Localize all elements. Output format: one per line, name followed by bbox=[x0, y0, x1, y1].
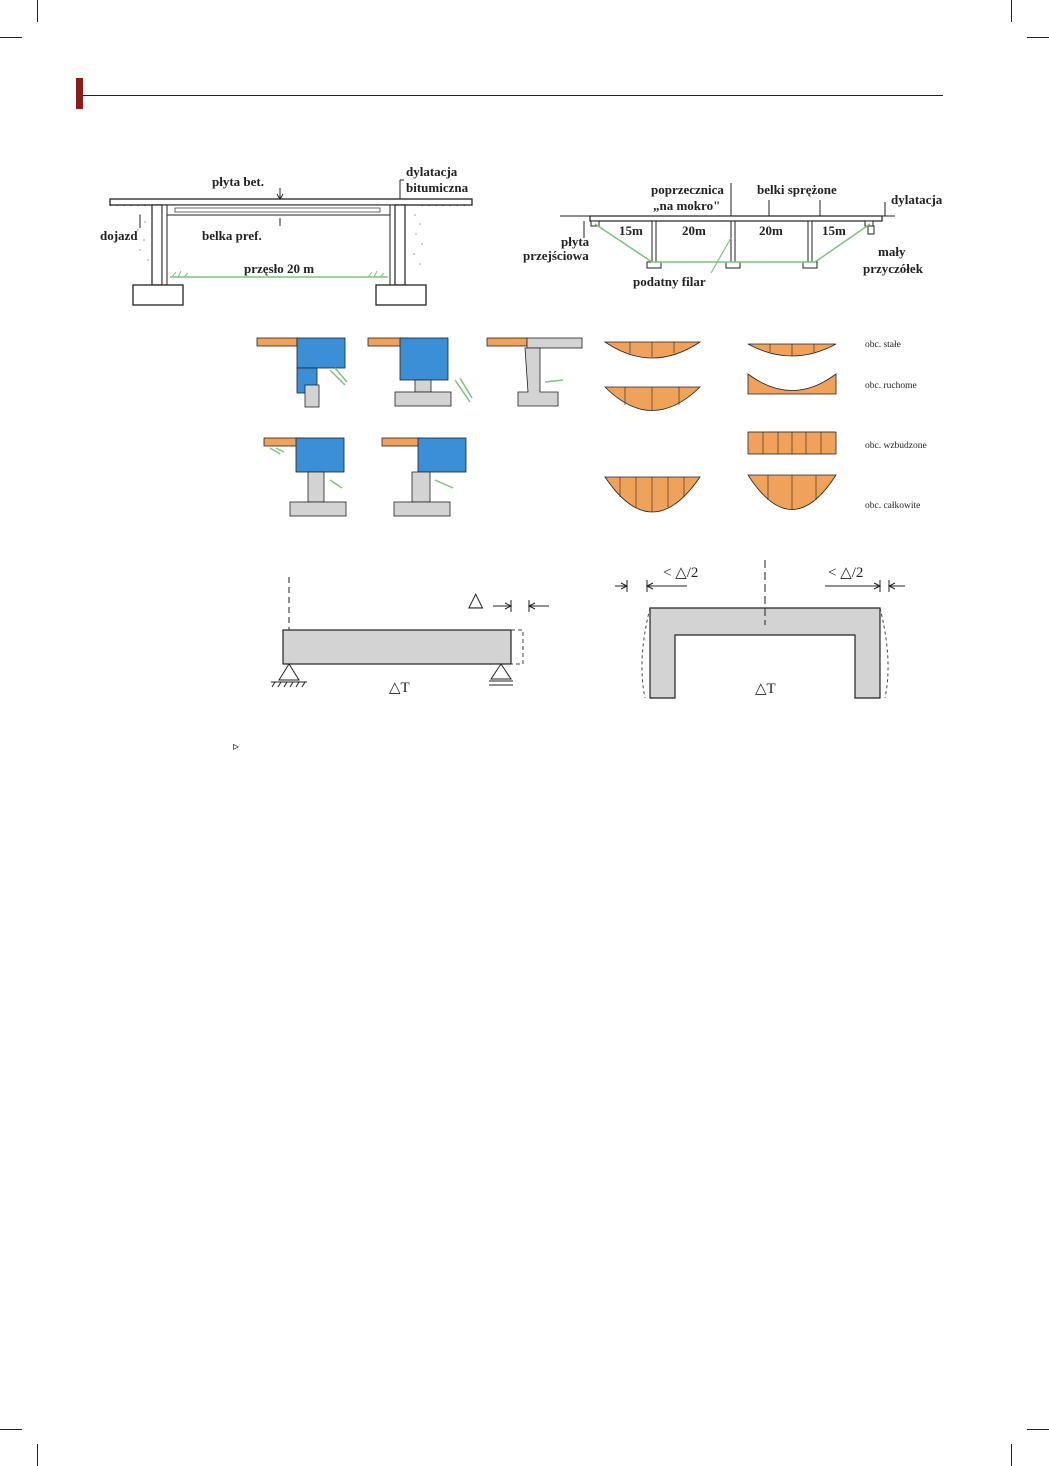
label-przeslo: przęsło 20 m bbox=[244, 261, 314, 276]
figure-single-span-bridge: płyta bet. dylatacja bitumiczna dojazd b… bbox=[100, 160, 490, 310]
label-dim-left: < △/2 bbox=[663, 565, 698, 581]
detail-3 bbox=[486, 337, 583, 407]
label-dylatacja: dylatacja bbox=[891, 192, 943, 207]
crop-mark bbox=[37, 0, 38, 22]
label-delta: △ bbox=[468, 589, 484, 611]
label-belki-sprezone: belki sprężone bbox=[757, 182, 837, 197]
crop-mark bbox=[1011, 1444, 1012, 1466]
label-obc-wzbudzone: obc. wzbudzone bbox=[865, 441, 927, 451]
span-label: 15m bbox=[619, 223, 643, 238]
figure-multi-span-bridge: poprzecznica „na mokro" belki sprężone d… bbox=[495, 178, 947, 289]
span-label: 20m bbox=[759, 223, 783, 238]
figure-load-diagrams: obc. stałe obc. ruchome obc. wzbudzone o… bbox=[600, 332, 945, 522]
label-dojazd: dojazd bbox=[100, 228, 138, 243]
figure-beam-expansion: △ △T bbox=[265, 572, 560, 697]
label-na-mokro: „na mokro" bbox=[653, 198, 720, 213]
label-obc-ruchome: obc. ruchome bbox=[865, 381, 917, 391]
label-podatny-filar: podatny filar bbox=[633, 274, 706, 289]
figure-abutment-details bbox=[250, 330, 585, 520]
label-obc-stale: obc. stałe bbox=[865, 340, 901, 350]
label-plyta: płyta bbox=[561, 234, 590, 249]
label-maly: mały bbox=[878, 244, 906, 259]
figure-frame-expansion: < △/2 < △/2 △T bbox=[615, 560, 915, 705]
span-label: 20m bbox=[682, 223, 706, 238]
crop-mark bbox=[1011, 0, 1012, 22]
label-przyczolek: przyczółek bbox=[863, 261, 924, 276]
span-label: 15m bbox=[822, 223, 846, 238]
header-accent-bar bbox=[76, 78, 83, 109]
label-obc-calkowite: obc. całkowite bbox=[865, 501, 920, 511]
crop-mark bbox=[1027, 1429, 1049, 1430]
detail-1 bbox=[256, 337, 348, 408]
crop-mark bbox=[37, 1444, 38, 1466]
label-delta-t: △T bbox=[389, 680, 410, 696]
crop-mark bbox=[0, 37, 22, 38]
label-przejsciowa: przejściowa bbox=[523, 248, 589, 263]
detail-4 bbox=[263, 437, 347, 517]
crop-mark bbox=[0, 1429, 22, 1430]
label-poprzecznica: poprzecznica bbox=[651, 182, 724, 197]
label-dylatacja: dylatacja bbox=[406, 164, 458, 179]
crop-mark bbox=[1027, 37, 1049, 38]
label-plyta-bet: płyta bet. bbox=[212, 174, 264, 189]
detail-2 bbox=[367, 337, 473, 407]
label-belka-pref: belka pref. bbox=[202, 228, 262, 243]
bullet-marker: ▹ bbox=[233, 739, 240, 753]
detail-5 bbox=[381, 437, 467, 517]
header-rule bbox=[80, 95, 943, 96]
label-dim-right: < △/2 bbox=[828, 565, 863, 581]
label-bitumiczna: bitumiczna bbox=[406, 180, 469, 195]
label-delta-t: △T bbox=[755, 681, 776, 697]
